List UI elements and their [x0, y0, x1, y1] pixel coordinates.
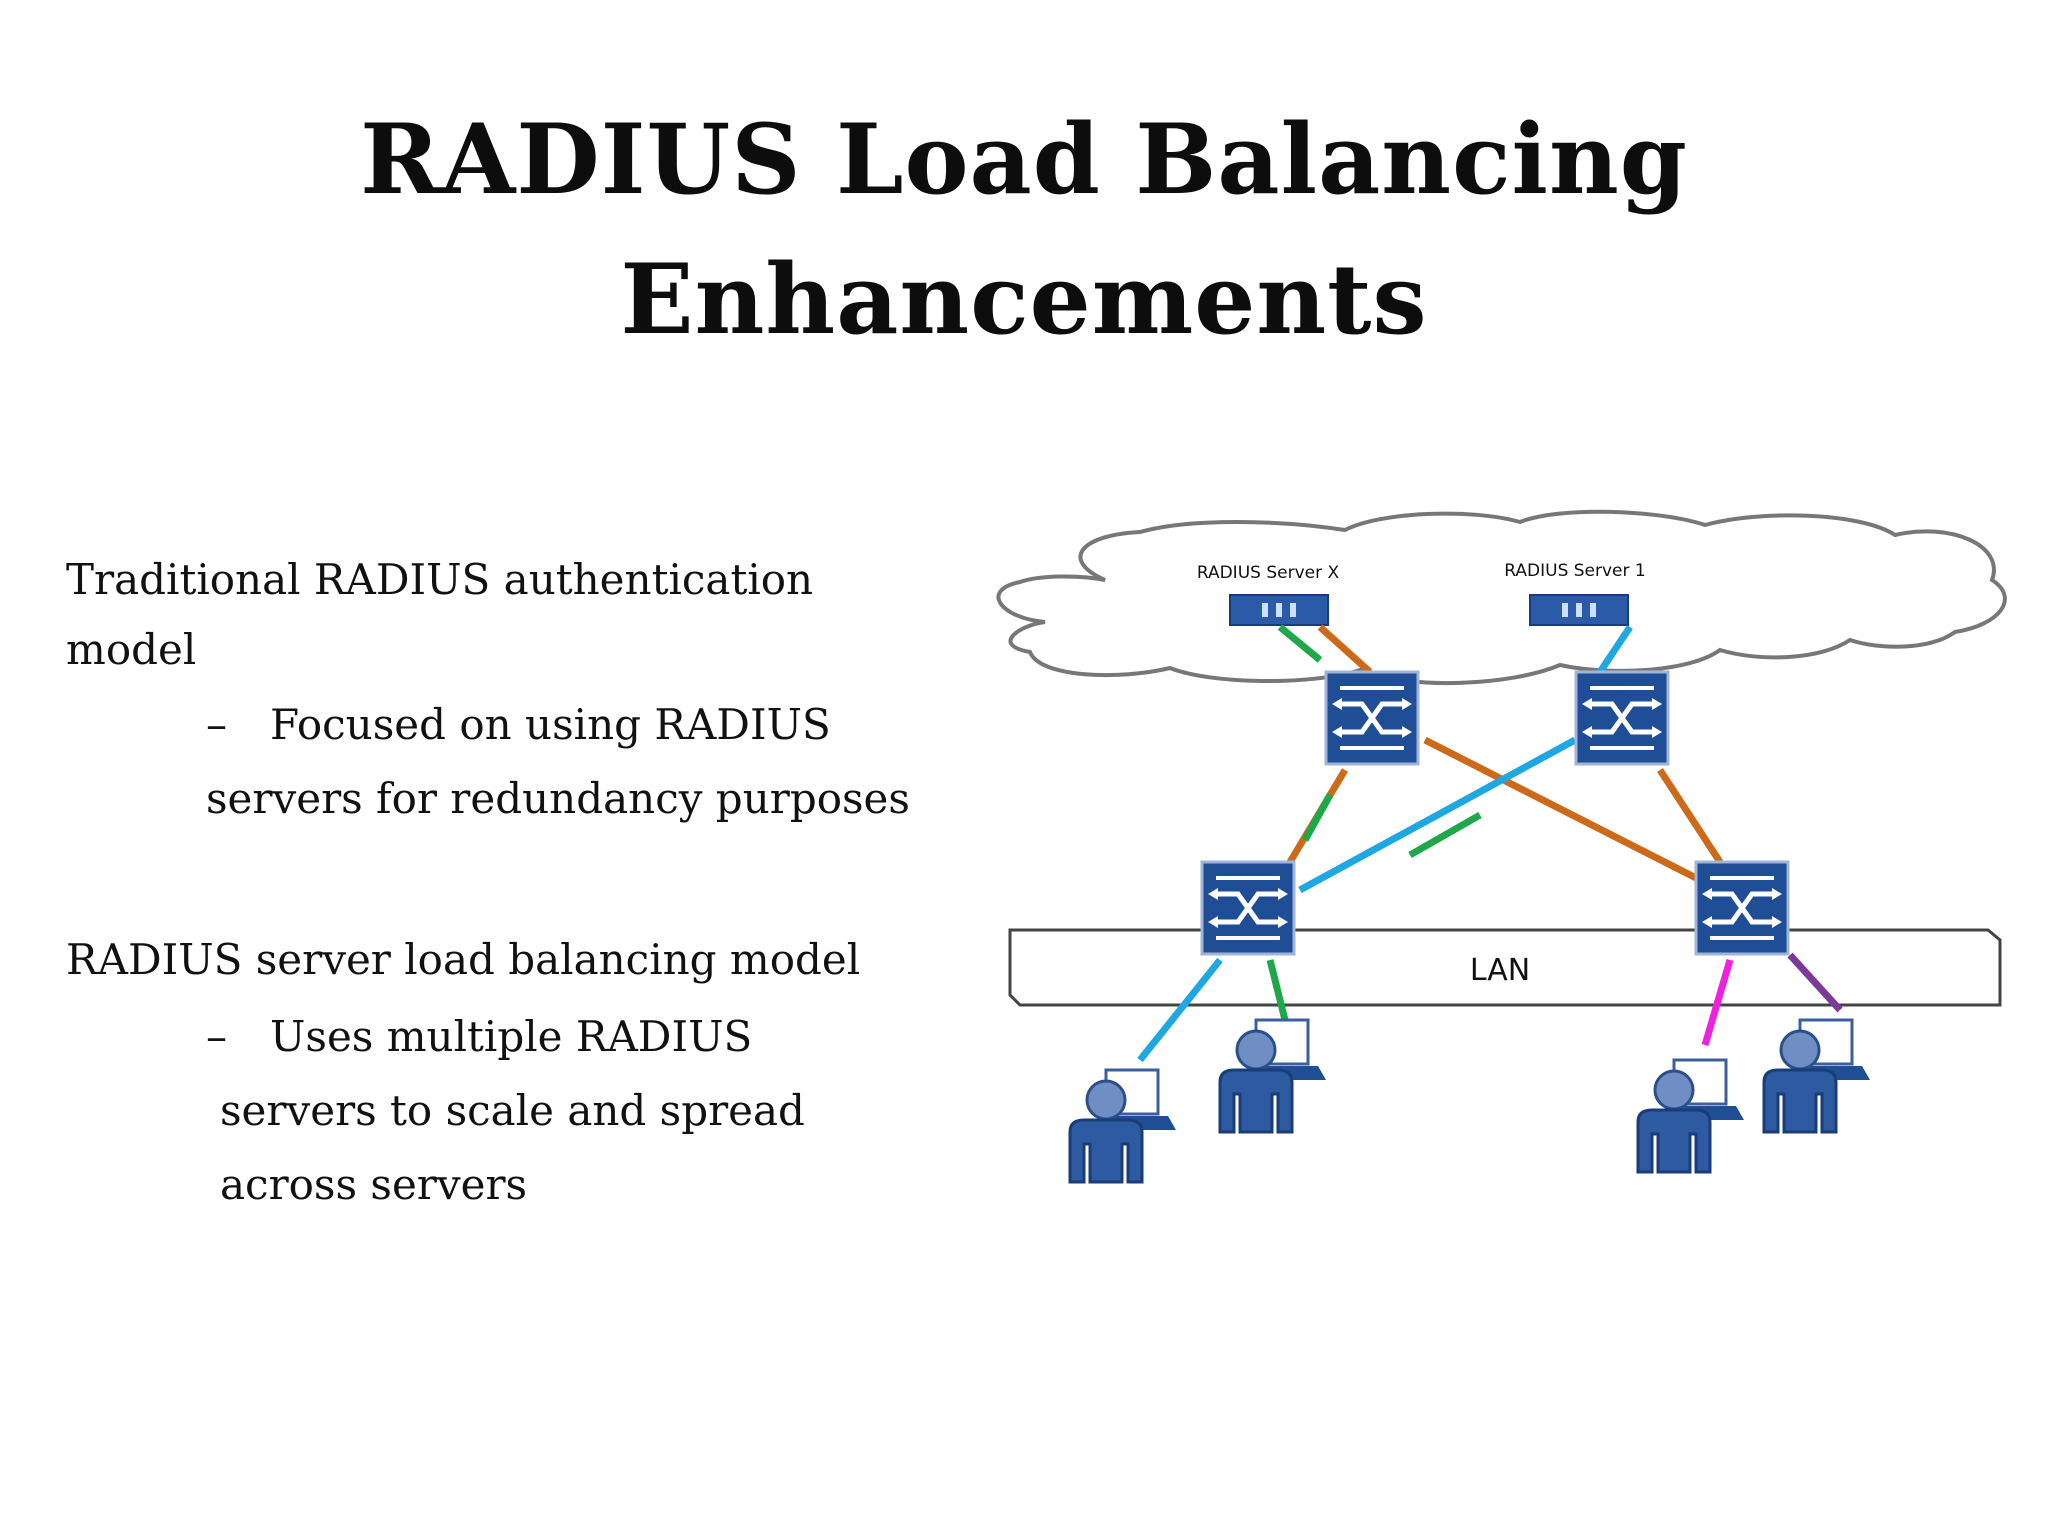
access-switch-right	[1696, 862, 1788, 954]
sub-bullet-line: –Focused on using RADIUS	[206, 688, 946, 762]
core-switch-right	[1576, 672, 1668, 764]
dash-marker: –	[206, 700, 227, 749]
sub-bullet-text-cont: servers for redundancy purposes	[206, 774, 910, 823]
user-workstation-icon	[1218, 1018, 1328, 1134]
sub-bullet-text: Uses multiple RADIUS	[270, 1012, 753, 1061]
cloud-icon	[996, 509, 2007, 686]
slide-title: RADIUS Load Balancing Enhancements	[0, 90, 2048, 370]
core-switch-left	[1326, 672, 1418, 764]
sub-bullet-text: Focused on using RADIUS	[270, 700, 831, 749]
title-line-2: Enhancements	[620, 243, 1428, 356]
bullet-load-balancing-model: RADIUS server load balancing model	[66, 935, 861, 984]
switch-icon	[1326, 672, 1418, 764]
access-switch-left	[1202, 862, 1294, 954]
radius-server-x	[1229, 594, 1329, 626]
network-links	[1137, 624, 1843, 1063]
sub-bullet-text-cont: across servers	[220, 1160, 528, 1209]
user-workstation-icon	[1636, 1058, 1746, 1174]
switch-icon	[1696, 862, 1788, 954]
switch-icon	[1202, 862, 1294, 954]
lan-label: LAN	[1470, 953, 1530, 988]
user-workstation-1	[1068, 1068, 1178, 1184]
user-workstation-2	[1218, 1018, 1328, 1134]
user-workstation-3	[1636, 1058, 1746, 1174]
radius-server-1	[1529, 594, 1629, 626]
bullet-traditional-model: Traditional RADIUS authentication model	[66, 555, 814, 674]
title-line-1: RADIUS Load Balancing	[360, 103, 1688, 216]
server-x-label: RADIUS Server X	[1197, 563, 1340, 583]
sub-bullet-traditional: –Focused on using RADIUS servers for red…	[206, 688, 946, 836]
sub-bullet-text-cont: servers to scale and spread	[220, 1086, 805, 1135]
server-1-label: RADIUS Server 1	[1504, 561, 1645, 581]
user-workstation-icon	[1068, 1068, 1178, 1184]
user-workstation-4	[1762, 1018, 1872, 1134]
dash-marker: –	[206, 1012, 227, 1061]
user-workstation-icon	[1762, 1018, 1872, 1134]
sub-bullet-load-balancing: –Uses multiple RADIUS servers to scale a…	[206, 1000, 946, 1222]
sub-bullet-line: –Uses multiple RADIUS	[206, 1000, 946, 1074]
lan-segment: LAN	[1008, 928, 2002, 1007]
switch-icon	[1576, 672, 1668, 764]
